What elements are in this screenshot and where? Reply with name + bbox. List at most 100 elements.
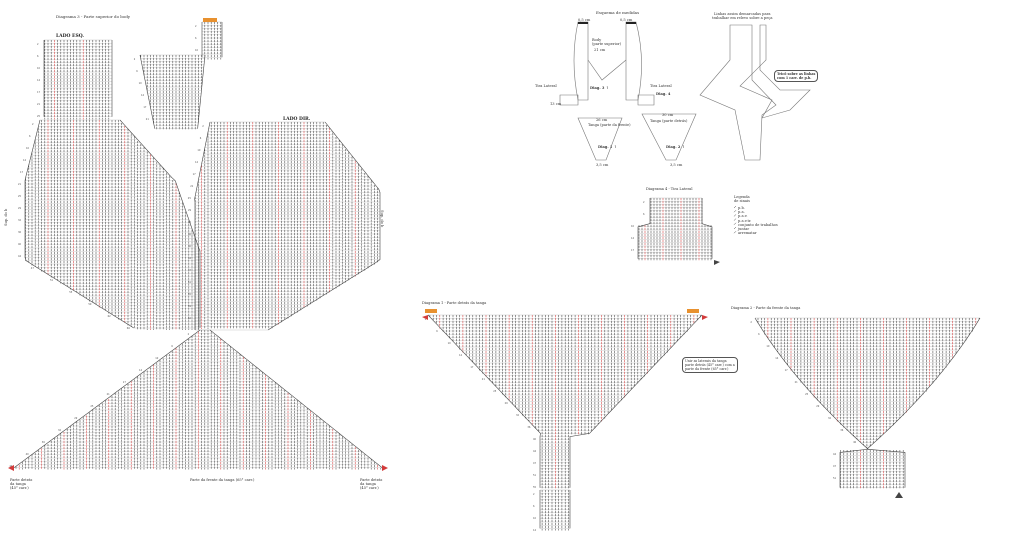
row-number: 6 [436, 330, 438, 333]
row-number: 2 [188, 333, 190, 336]
row-number: 40 [188, 245, 192, 248]
start-marker [203, 18, 217, 22]
schema-strap-right [625, 21, 642, 101]
joining-right-shape [739, 24, 811, 119]
row-number: 40 [533, 438, 537, 441]
row-number: 14 [775, 357, 779, 360]
row-number: 36 [42, 441, 46, 444]
end-arrow [422, 315, 428, 320]
schema-back-shape [641, 113, 697, 161]
row-number: 25 [37, 115, 41, 118]
legend-item: p.a. [738, 210, 745, 215]
chart-edge-left [754, 317, 869, 488]
legend-item: p.a.v. [738, 214, 748, 219]
row-number: 2 [643, 201, 645, 204]
row-number: 10 [195, 49, 199, 52]
row-number: 2 [533, 493, 535, 496]
schema-diag-back: Diag. 2 ↑ [666, 145, 685, 149]
row-number: 10 [533, 517, 537, 520]
joining-outline [699, 24, 811, 161]
row-number: 10 [37, 67, 41, 70]
row-number: 21 [18, 183, 22, 186]
diagram-3-bottom-right-note: Parte detrás da tanga (45° carr.) [360, 478, 383, 491]
legend-title: Legenda de sinais [734, 195, 751, 204]
row-number: 47 [188, 269, 192, 272]
diagram-2-title: Diagrama 2 - Parte da frente da tanga [731, 306, 801, 310]
chart-edge-right [209, 329, 383, 468]
row-number: 47 [533, 462, 537, 465]
row-number: 6 [29, 135, 31, 138]
diagram-3-vertical-right: Sup. do b [380, 210, 384, 228]
legend-symbol [733, 226, 737, 230]
legend-item: arrematar [738, 231, 757, 236]
row-number: 55 [188, 293, 192, 296]
row-number: 14 [141, 94, 145, 97]
diagram-3-bottom-center-note: Parte da frente da tanga (65° carr.) [190, 478, 255, 482]
row-number: 29 [505, 402, 509, 405]
legend-symbol [733, 210, 737, 213]
row-number: 44 [18, 255, 22, 258]
row-number: 10 [448, 342, 452, 345]
chart-edge-right [267, 121, 381, 331]
legend-symbol [733, 222, 737, 225]
schema-tira-left-shape [559, 94, 579, 106]
row-number: 59 [188, 305, 192, 308]
schema-diag-right: Diag. 4 [656, 92, 671, 96]
schema-tanga-front: Tanga (parte da frente) [588, 123, 631, 127]
row-number: 47 [833, 465, 837, 468]
end-arrow [895, 492, 903, 498]
row-number: 21 [37, 103, 41, 106]
row-number: 10 [139, 82, 143, 85]
row-number: 14 [533, 529, 537, 532]
chart-edge-right [701, 198, 713, 259]
diagram-3-vertical-left: Sup. do b [4, 208, 8, 226]
diagram-3-chart: 2610141721252610261014172126101417212529… [8, 18, 388, 471]
end-arrow [702, 315, 708, 320]
row-number: 32 [188, 221, 192, 224]
row-number: 36 [18, 231, 22, 234]
legend-list: p.b. p.a. p.a.v. p.a.v.tr. conjunto de t… [734, 206, 778, 235]
row-number: 6 [200, 137, 202, 140]
stitch-area: 2 6 10 14 [533, 489, 571, 532]
row-number: 21 [107, 393, 111, 396]
row-number: 17 [37, 91, 41, 94]
chart-edge-left [24, 119, 134, 329]
schema-top-mark [626, 22, 636, 24]
schema-measure-top-right: 0,5 cm [620, 18, 633, 22]
legend-symbol [733, 231, 737, 234]
row-number: 66 [127, 327, 131, 330]
row-number: 6 [37, 55, 39, 58]
row-number: 17 [470, 366, 474, 369]
chart-edge-left [427, 314, 541, 488]
row-number: 17 [123, 381, 127, 384]
diagram-1-title: Diagrama 1 - Parte detrás da tanga [422, 301, 487, 305]
row-number: 44 [833, 453, 837, 456]
chart-edge-left [14, 329, 201, 468]
schema-tira-right: Tira Lateral [650, 84, 672, 88]
row-number: 55 [533, 486, 537, 489]
schema-diag-left: Diag. 3 ↑ [590, 86, 609, 90]
row-number: 10 [155, 357, 159, 360]
row-number: 36 [188, 233, 192, 236]
row-number: 14 [37, 79, 41, 82]
legend-symbol [733, 205, 737, 209]
joining-title: Linhas assim demarcadas para trabalhar e… [712, 12, 773, 21]
row-number: 6 [533, 505, 535, 508]
diagram-1-callout: Unir as laterais da tanga parte detrás (… [682, 357, 738, 373]
legend-symbol [733, 218, 737, 221]
schema-outline [559, 21, 697, 161]
row-number: 59 [88, 303, 92, 306]
schema-title: Esquema de medidas [596, 10, 640, 15]
schema-tira-left: Tira Lateral [535, 84, 557, 88]
row-number: 21 [482, 378, 486, 381]
joining-left-shape [699, 24, 777, 161]
